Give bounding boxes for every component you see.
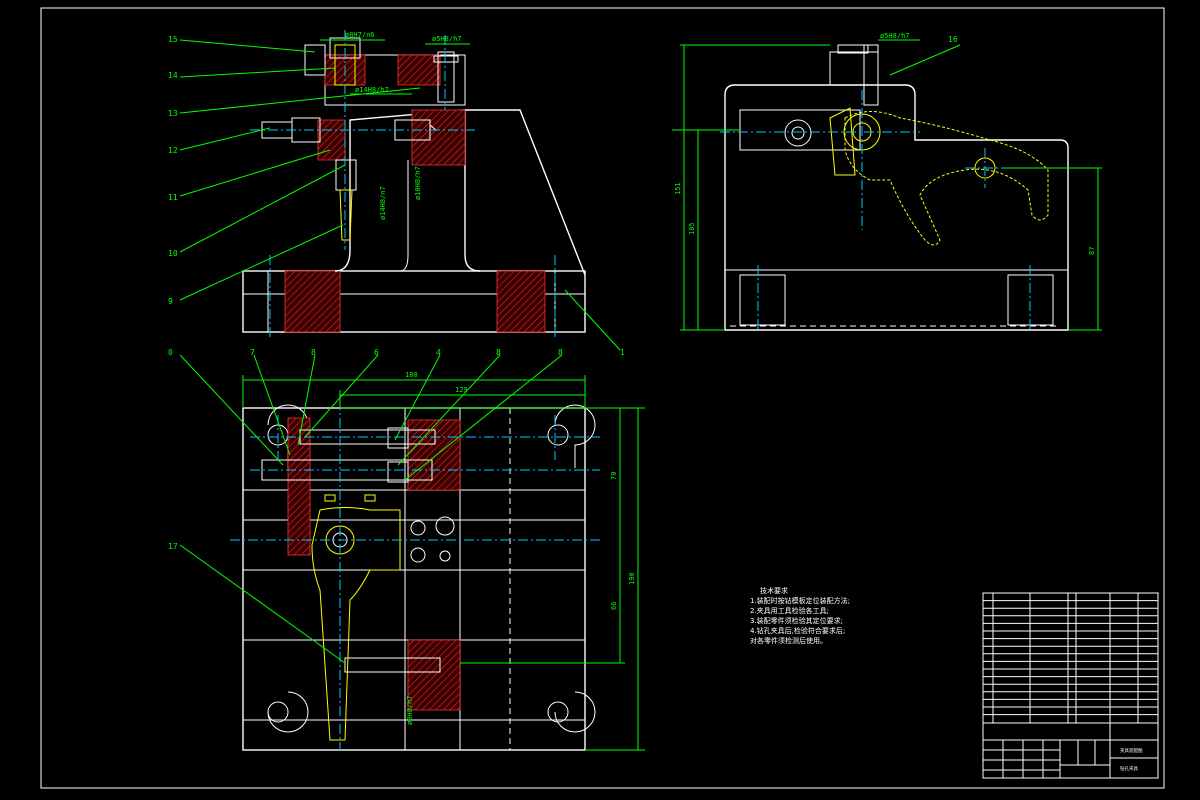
dim-151: 151 xyxy=(674,182,682,195)
bom-table xyxy=(982,592,1159,724)
balloon-15: 15 xyxy=(168,35,178,44)
balloon-10: 10 xyxy=(168,249,178,258)
fit-label-8h7-n6: ø8H7/n6 xyxy=(345,31,375,39)
balloon-8b: 8 xyxy=(496,348,501,357)
dim-87: 87 xyxy=(1088,247,1096,255)
balloon-4: 4 xyxy=(436,348,441,357)
balloon-9: 9 xyxy=(168,297,173,306)
balloon-14: 14 xyxy=(168,71,178,80)
dim-105: 105 xyxy=(688,222,696,235)
title-block-drawing-name: 夹具装配图 xyxy=(1120,747,1143,754)
fit-label-14h8-n7: ø14H8/n7 xyxy=(379,186,387,220)
top-view-dimensions xyxy=(179,354,645,751)
dim-180: 180 xyxy=(405,371,418,379)
dim-70: 70 xyxy=(610,472,618,480)
tech-req-line-1: 1.装配时按钻模板定位装配方法; xyxy=(750,596,850,605)
balloon-6: 6 xyxy=(374,348,379,357)
fit-label-5h8-h7-side: ø5H8/h7 xyxy=(880,32,910,40)
fit-label-14h8-h7: ø14H8/h7 xyxy=(355,86,389,94)
balloon-0: 0 xyxy=(168,348,173,357)
balloon-1: 1 xyxy=(620,348,625,357)
balloon-7: 7 xyxy=(250,348,255,357)
tech-req-line-3: 3.装配零件须检验其定位要求; xyxy=(750,616,843,625)
dim-66: 66 xyxy=(610,602,618,610)
balloon-11: 11 xyxy=(168,193,178,202)
balloon-17: 17 xyxy=(168,542,178,551)
title-block-sheet-label: 钻孔夹具 xyxy=(1120,765,1138,772)
balloon-16: 16 xyxy=(948,35,958,44)
balloon-13: 13 xyxy=(168,109,178,118)
fit-label-10h8-h7: ø10H8/h7 xyxy=(414,166,422,200)
dim-129: 129 xyxy=(455,386,468,394)
side-view xyxy=(720,44,1069,331)
tech-req-line-2: 2.夹具用工具检验各工具; xyxy=(750,606,829,615)
front-view xyxy=(242,30,586,340)
side-view-dimensions xyxy=(672,39,1102,331)
tech-req-line-5: 对各零件须检测后使用。 xyxy=(750,636,827,645)
title-block xyxy=(982,722,1159,779)
top-view xyxy=(230,400,600,751)
fit-label-8h8-h7: ø8H8/h7 xyxy=(406,695,414,725)
balloon-8a: 8 xyxy=(311,348,316,357)
drawing-border xyxy=(40,7,1165,789)
balloon-8c: 8 xyxy=(558,348,563,357)
tech-req-line-4: 4.钻孔夹具后,检验符合要求后; xyxy=(750,626,845,635)
front-view-leaders xyxy=(179,39,621,351)
tech-req-title: 技术要求 xyxy=(760,586,788,595)
fit-label-5h8-h7: ø5H8/h7 xyxy=(432,35,462,43)
balloon-12: 12 xyxy=(168,146,178,155)
dim-190: 190 xyxy=(628,572,636,585)
